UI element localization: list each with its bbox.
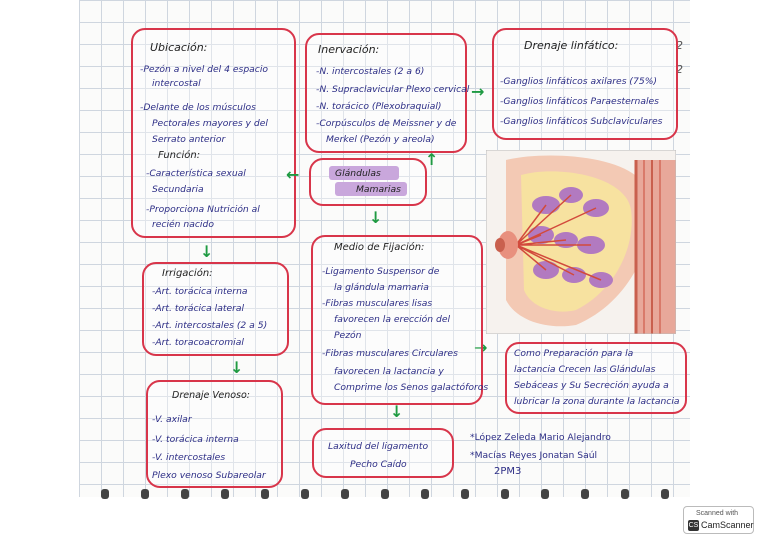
funcion-item: recién nacido bbox=[152, 219, 214, 230]
highlight bbox=[329, 166, 399, 180]
spiral-binding bbox=[79, 489, 690, 501]
arrow-down-icon: ↓ bbox=[200, 242, 214, 261]
funcion-title: Función: bbox=[158, 150, 201, 161]
lactancia-line: lubricar la zona durante la lactancia bbox=[514, 396, 680, 407]
fijacion-item: -Fibras musculares lisas bbox=[322, 298, 433, 309]
inervacion-item: -N. intercostales (2 a 6) bbox=[316, 66, 425, 77]
irrigacion-item: -Art. torácica interna bbox=[152, 286, 248, 297]
ubicacion-box bbox=[131, 28, 296, 238]
irrigacion-item: -Art. toracoacromial bbox=[152, 337, 244, 348]
drenaje-venoso-item: Plexo venoso Subareolar bbox=[152, 470, 266, 481]
fijacion-box bbox=[311, 235, 483, 405]
inervacion-item: -N. Supraclavicular Plexo cervical bbox=[316, 84, 470, 95]
drenaje-venoso-box bbox=[146, 380, 283, 488]
funcion-item: -Proporciona Nutrición al bbox=[146, 204, 260, 215]
irrigacion-item: -Art. torácica lateral bbox=[152, 303, 245, 314]
fijacion-item: Pezón bbox=[334, 330, 362, 341]
group-label: 2PM3 bbox=[494, 466, 522, 477]
drenaje-linfatico-title: Drenaje linfático: bbox=[524, 39, 619, 52]
ubicacion-title: Ubicación: bbox=[150, 41, 208, 54]
arrow-right-icon: → bbox=[474, 338, 488, 357]
irrigacion-box bbox=[142, 262, 289, 356]
fijacion-item: favorecen la erección del bbox=[334, 314, 451, 325]
arrow-right-icon: → bbox=[471, 82, 485, 101]
drenaje-venoso-title: Drenaje Venoso: bbox=[172, 390, 250, 401]
inervacion-item: -N. torácico (Plexobraquial) bbox=[316, 101, 442, 112]
page-number-top: 2 bbox=[676, 39, 683, 52]
arrow-left-icon: ← bbox=[286, 165, 300, 184]
drenaje-venoso-item: -V. intercostales bbox=[152, 452, 226, 463]
laxitud-line1: Laxitud del ligamento bbox=[328, 441, 429, 452]
drenaje-linfatico-item: -Ganglios linfáticos Subclaviculares bbox=[500, 116, 663, 127]
breast-anatomy-icon bbox=[486, 150, 676, 334]
lactancia-box bbox=[505, 342, 687, 414]
inervacion-item: Merkel (Pezón y areola) bbox=[326, 134, 435, 145]
drenaje-linfatico-box bbox=[492, 28, 678, 140]
author-2: *Macías Reyes Jonatan Saúl bbox=[470, 450, 598, 461]
irrigacion-item: -Art. intercostales (2 a 5) bbox=[152, 320, 268, 331]
drenaje-venoso-item: -V. axilar bbox=[152, 414, 192, 425]
arrow-up-icon: ↑ bbox=[425, 150, 439, 169]
laxitud-box bbox=[312, 428, 454, 478]
funcion-item: -Característica sexual bbox=[146, 168, 246, 179]
camscanner-logo-icon: CS bbox=[688, 520, 699, 531]
arrow-down-icon: ↓ bbox=[369, 208, 383, 227]
author-1: *López Zeleda Mario Alejandro bbox=[470, 432, 611, 443]
inervacion-box bbox=[305, 33, 467, 153]
lactancia-line: Sebáceas y Su Secreción ayuda a bbox=[514, 380, 669, 391]
fijacion-item: favorecen la lactancia y bbox=[334, 366, 444, 377]
arrow-down-icon: ↓ bbox=[230, 358, 244, 377]
fijacion-title: Medio de Fijación: bbox=[334, 242, 425, 253]
camscanner-label: CamScanner bbox=[701, 520, 754, 530]
irrigacion-title: Irrigación: bbox=[162, 268, 213, 279]
ubicacion-item: intercostal bbox=[152, 78, 201, 89]
ubicacion-item: -Pezón a nivel del 4 espacio bbox=[140, 64, 269, 75]
funcion-item: Secundaria bbox=[152, 184, 204, 195]
ubicacion-item: Pectorales mayores y del bbox=[152, 118, 268, 129]
inervacion-title: Inervación: bbox=[318, 43, 380, 56]
drenaje-linfatico-item: -Ganglios linfáticos axilares (75%) bbox=[500, 76, 658, 87]
scanned-with-label: Scanned with bbox=[696, 510, 739, 517]
mamarias-label: Mamarias bbox=[356, 184, 401, 195]
lactancia-line: Como Preparación para la bbox=[514, 348, 634, 359]
highlight bbox=[335, 182, 407, 196]
ubicacion-item: -Delante de los músculos bbox=[140, 102, 256, 113]
page-number-bottom: 2 bbox=[676, 63, 683, 76]
fijacion-item: -Ligamento Suspensor de bbox=[322, 266, 440, 277]
fijacion-item: -Fibras musculares Circulares bbox=[322, 348, 458, 359]
inervacion-item: -Corpúsculos de Meissner y de bbox=[316, 118, 457, 129]
drenaje-venoso-item: -V. torácica interna bbox=[152, 434, 239, 445]
arrow-down-icon: ↓ bbox=[390, 402, 404, 421]
glandulas-label: Glándulas bbox=[335, 168, 381, 179]
ubicacion-item: Serrato anterior bbox=[152, 134, 226, 145]
laxitud-line2: Pecho Caído bbox=[350, 459, 407, 470]
camscanner-badge: Scanned with CS CamScanner bbox=[683, 506, 754, 534]
fijacion-item: Comprime los Senos galactóforos bbox=[334, 382, 489, 393]
drenaje-linfatico-item: -Ganglios linfáticos Paraesternales bbox=[500, 96, 659, 107]
fijacion-item: la glándula mamaria bbox=[334, 282, 429, 293]
lactancia-line: lactancia Crecen las Glándulas bbox=[514, 364, 656, 375]
